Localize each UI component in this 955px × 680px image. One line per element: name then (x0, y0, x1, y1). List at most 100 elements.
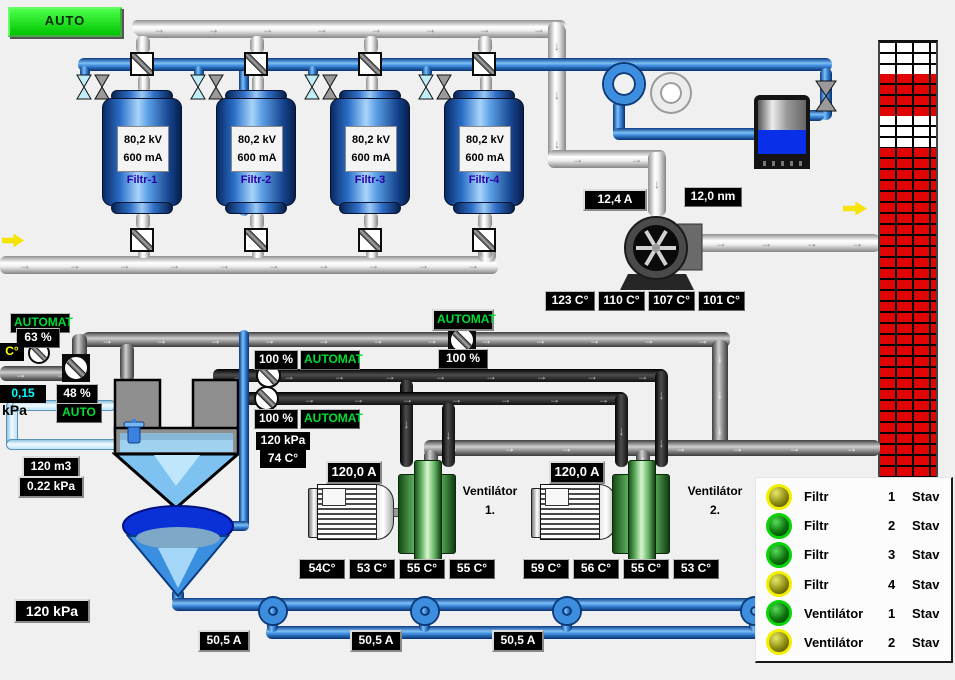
vent2-number: 2. (709, 503, 720, 517)
status-row-filtr-4: Filtr 4 Stav (766, 571, 951, 598)
gray-duct-main: →→→→→→→→→→→→ (80, 332, 730, 347)
status-num: 2 (888, 518, 896, 534)
slurry-pump-1[interactable] (260, 598, 286, 624)
fan-inlet-pipe: ↓ (648, 152, 666, 216)
vent2-motor[interactable] (531, 484, 630, 540)
filter1-name: Filtr-1 (126, 174, 158, 186)
vent1-temp4: 55 C° (449, 559, 495, 579)
filter3-water-valve[interactable] (304, 74, 320, 100)
vent2-fan-band[interactable] (628, 460, 656, 568)
status-row-filtr-3: Filtr 3 Stav (766, 541, 951, 568)
filter4-drain-valve[interactable] (436, 74, 452, 100)
gray-duct-inlet: →→ (0, 366, 82, 381)
separator-tank[interactable] (112, 376, 242, 512)
vent1-motor[interactable] (308, 484, 407, 540)
inlet-flow-arrow (2, 233, 24, 248)
status-num: 1 (888, 605, 896, 621)
slurry-pump-2[interactable] (412, 598, 438, 624)
drain-faucet[interactable] (118, 419, 148, 446)
duct-damper-48[interactable] (62, 354, 90, 382)
left-pct-label: 63 % (16, 328, 60, 348)
vent2-name: Ventilátor (687, 484, 743, 498)
slurry-cone[interactable] (120, 504, 236, 600)
filter3-drain-valve[interactable] (322, 74, 338, 100)
status-num: 1 (888, 489, 896, 505)
filter3-bottom-damper[interactable] (358, 228, 382, 252)
filter2-top-damper[interactable] (244, 52, 268, 76)
duct-damper-100[interactable] (448, 326, 476, 354)
left-pressure-unit: kPa (2, 402, 27, 418)
duct2-automat-label: AUTOMAT (300, 409, 363, 429)
filtr2-status-led (766, 512, 792, 539)
filter3-name: Filtr-3 (354, 174, 386, 186)
left-pressure-value: 0,15 (0, 385, 46, 403)
status-panel: Filtr 1 Stav Filtr 2 Stav Filtr 3 Stav F… (755, 477, 953, 663)
filter1-water-valve[interactable] (76, 74, 92, 100)
inlet-manifold: →→→→→→→→→→ (0, 256, 498, 274)
duct1-pct-label: 100 % (254, 350, 298, 370)
water-tank[interactable] (754, 95, 810, 169)
status-label: Filtr (804, 489, 829, 505)
vent2-temp3: 55 C° (623, 559, 669, 579)
gray-duct-to-chimney: →→→→→→→→ (424, 440, 880, 456)
filter3-top-damper[interactable] (358, 52, 382, 76)
flue-downcomer: ↓↓↓ (548, 22, 566, 168)
filtr1-status-led (766, 483, 792, 510)
damper-auto-label: AUTO (56, 403, 102, 423)
mid-pct-label: 100 % (438, 349, 488, 369)
slurry-pump-3[interactable] (554, 598, 580, 624)
status-row-filtr-1: Filtr 1 Stav (766, 483, 951, 510)
pump1-current-label: 50,5 A (198, 630, 250, 652)
tank-inlet-valve[interactable] (815, 80, 837, 112)
wash-drop-pipe-lower (239, 330, 249, 530)
damper-pct-label: 48 % (56, 384, 98, 404)
flue-jog: →→ (548, 150, 666, 168)
auto-mode-button[interactable]: AUTO (8, 7, 122, 37)
fan-outlet-pipe: →→→→ (698, 234, 880, 252)
filter1-drain-valve[interactable] (94, 74, 110, 100)
filter1-top-damper[interactable] (130, 52, 154, 76)
vent2-status-led (766, 629, 792, 656)
slurry-line-upper (172, 598, 758, 611)
status-num: 2 (888, 634, 896, 650)
filter4-top-damper[interactable] (472, 52, 496, 76)
status-stav: Stav (912, 547, 940, 563)
tank-pressure-label: 0.22 kPa (18, 476, 84, 498)
filter4-name: Filtr-4 (468, 174, 500, 186)
pressure-gauge (652, 74, 690, 112)
filter1-bottom-damper[interactable] (130, 228, 154, 252)
chimney-stack (878, 148, 938, 478)
filter2-drain-valve[interactable] (208, 74, 224, 100)
filter2-bottom-damper[interactable] (244, 228, 268, 252)
duct2-pct-label: 100 % (254, 409, 298, 429)
filter4-water-valve[interactable] (418, 74, 434, 100)
left-temp-label: C° (0, 343, 24, 361)
vent2-temp4: 53 C° (673, 559, 719, 579)
status-label: Filtr (804, 547, 829, 563)
chimney-flow-arrow (843, 201, 867, 216)
filter4-bottom-damper[interactable] (472, 228, 496, 252)
black-duct2-damper[interactable] (254, 386, 279, 411)
status-stav: Stav (912, 576, 940, 592)
water-pump-loop[interactable] (604, 64, 644, 104)
duct-pressure-label: 120 kPa (256, 432, 310, 450)
main-fan[interactable] (612, 208, 708, 300)
vent2-temp2: 56 C° (573, 559, 619, 579)
status-stav: Stav (912, 489, 940, 505)
chimney-band-white2 (878, 116, 938, 148)
status-num: 4 (888, 576, 896, 592)
fan-temp2-label: 110 C° (598, 291, 645, 311)
filter2-water-valve[interactable] (190, 74, 206, 100)
status-stav: Stav (912, 605, 940, 621)
duct1-automat-label: AUTOMAT (300, 350, 363, 370)
black-duct-2: →→→→→→→→ (236, 392, 628, 405)
vent1-fan-band[interactable] (414, 460, 442, 568)
